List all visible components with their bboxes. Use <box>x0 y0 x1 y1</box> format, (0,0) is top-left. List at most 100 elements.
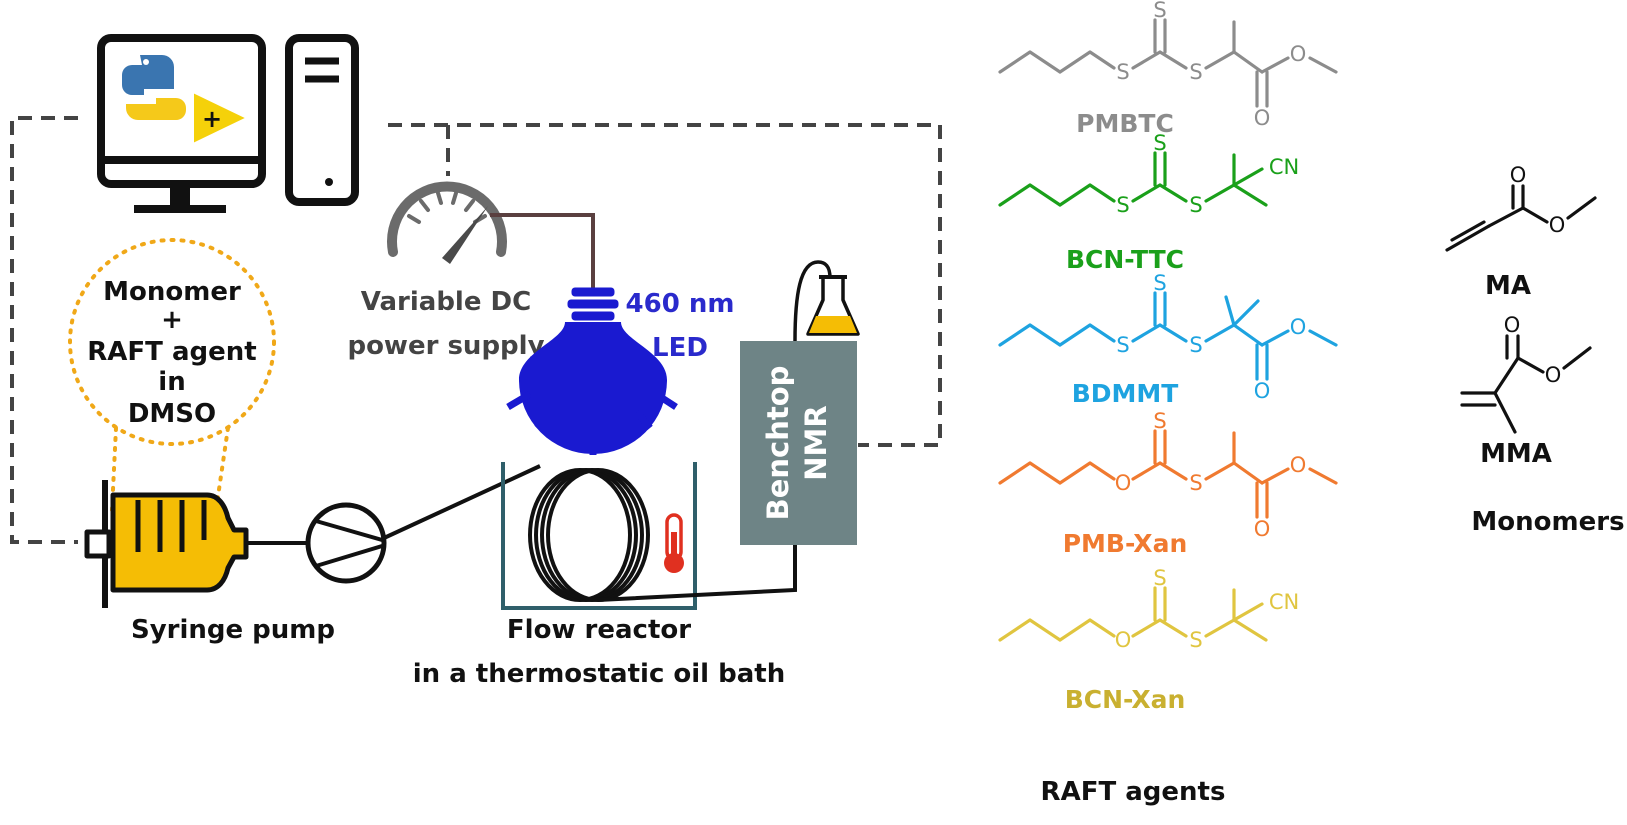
linker-atom: O <box>1115 471 1132 495</box>
bond <box>1204 618 1236 638</box>
linker-atom: S <box>1116 333 1129 357</box>
bond <box>1158 618 1188 638</box>
computer: + <box>97 34 359 213</box>
bond <box>998 461 1032 485</box>
led-label-wavelength: 460 nm <box>626 289 735 319</box>
thioether-sulfur: S <box>1189 193 1202 217</box>
bond <box>1058 461 1092 485</box>
bond <box>1028 461 1062 485</box>
bond <box>1158 183 1188 203</box>
pc-to-syringe-dashed-line <box>10 116 78 544</box>
bond <box>1308 56 1338 74</box>
labview-logo-icon: + <box>192 90 250 146</box>
monomers-title: Monomers <box>1471 507 1624 537</box>
mix-line-monomer: Monomer <box>103 277 241 307</box>
bond <box>1058 618 1092 642</box>
bond <box>1158 50 1188 70</box>
bond <box>1158 461 1188 481</box>
oil-bath <box>501 462 697 610</box>
ester-oxygen: O <box>1290 42 1307 66</box>
bond <box>1204 183 1236 203</box>
thiocarbonyl-sulfur: S <box>1153 566 1166 590</box>
pc-to-nmr-dashed-line <box>388 123 942 447</box>
monomer-mma-structure: O O <box>1460 313 1592 434</box>
labview-plus-sign: + <box>202 105 222 133</box>
ester-oxygen: O <box>1290 315 1307 339</box>
monomer-mix-callout: Monomer + RAFT agent in DMSO <box>68 238 276 512</box>
bond <box>1232 183 1268 207</box>
monitor <box>97 34 266 213</box>
nmr-label-line-1: Benchtop <box>761 366 795 521</box>
raft-agent-pmb-xan-structure: O S S O O <box>998 409 1338 541</box>
bond <box>998 323 1032 347</box>
power-wire <box>490 213 595 288</box>
linker-atom: S <box>1116 60 1129 84</box>
thioether-sulfur: S <box>1189 628 1202 652</box>
power-supply-label-line-1: Variable DC <box>361 287 531 317</box>
carbonyl-oxygen: O <box>1254 517 1271 541</box>
flask-icon <box>806 275 860 336</box>
bond <box>1088 323 1116 343</box>
led-bulb-icon <box>506 287 678 455</box>
raft-agents-title: RAFT agents <box>1041 777 1226 807</box>
thermometer-icon <box>664 513 684 573</box>
pump-to-coil-tube <box>383 464 541 540</box>
bond <box>1232 602 1264 622</box>
raft-agent-label-bdmmt: BDMMT <box>1072 379 1179 408</box>
bond <box>1232 299 1260 327</box>
led-label: 460 nm LED <box>626 289 735 363</box>
bond <box>1224 295 1236 327</box>
ester-oxygen: O <box>1290 453 1307 477</box>
linker-atom: O <box>1115 628 1132 652</box>
bond <box>1028 323 1062 347</box>
nmr-sample-tube <box>793 260 832 342</box>
led-label-type: LED <box>652 333 708 363</box>
bond <box>1131 50 1162 70</box>
bond <box>1088 50 1116 70</box>
thiocarbonyl-sulfur: S <box>1153 271 1166 295</box>
reactor-coil-icon <box>528 468 650 602</box>
bond <box>1088 461 1116 481</box>
bond <box>1088 618 1116 638</box>
nitrile-group: CN <box>1269 590 1299 614</box>
bond <box>1058 323 1092 347</box>
thioether-sulfur: S <box>1189 471 1202 495</box>
control-connections <box>10 116 942 544</box>
ma-carbonyl-oxygen: O <box>1510 163 1527 187</box>
flow-reactor-label-line-1: Flow reactor <box>507 615 691 645</box>
raft-agent-bcn-xan-structure: O S S CN <box>998 566 1299 652</box>
nitrile-group: CN <box>1269 155 1299 179</box>
mix-line-dmso: DMSO <box>128 399 216 429</box>
bond <box>1204 50 1236 70</box>
bond <box>1204 323 1236 343</box>
monomer-mma-label: MMA <box>1480 439 1552 469</box>
bond <box>1308 329 1338 347</box>
power-supply-label-line-2: power supply <box>347 331 544 361</box>
bond <box>1308 467 1338 485</box>
nmr-box <box>740 341 857 545</box>
bond <box>1204 461 1236 481</box>
bond <box>1131 323 1162 343</box>
thioether-sulfur: S <box>1189 333 1202 357</box>
raft-agent-label-pmb-xan: PMB-Xan <box>1063 529 1188 558</box>
syringe-pump-label: Syringe pump <box>131 615 335 645</box>
ma-ester-oxygen: O <box>1549 213 1566 237</box>
thiocarbonyl-sulfur: S <box>1153 409 1166 433</box>
carbonyl-oxygen: O <box>1254 106 1271 130</box>
mma-carbonyl-oxygen: O <box>1504 313 1521 337</box>
bond <box>1028 50 1062 74</box>
bond <box>1058 183 1092 207</box>
raft-agents-column: SSSOOPMBTCSSSCNBCN-TTCSSSOOBDMMTOSSOOPMB… <box>998 0 1338 714</box>
nmr-label-line-2: NMR <box>799 405 833 480</box>
bond <box>1232 50 1264 74</box>
thiocarbonyl-sulfur: S <box>1153 131 1166 155</box>
bond <box>1232 323 1264 347</box>
mix-line-plus: + <box>161 305 183 335</box>
bond <box>1131 183 1162 203</box>
bond <box>1232 461 1264 485</box>
bond <box>1028 618 1062 642</box>
thioether-sulfur: S <box>1189 60 1202 84</box>
